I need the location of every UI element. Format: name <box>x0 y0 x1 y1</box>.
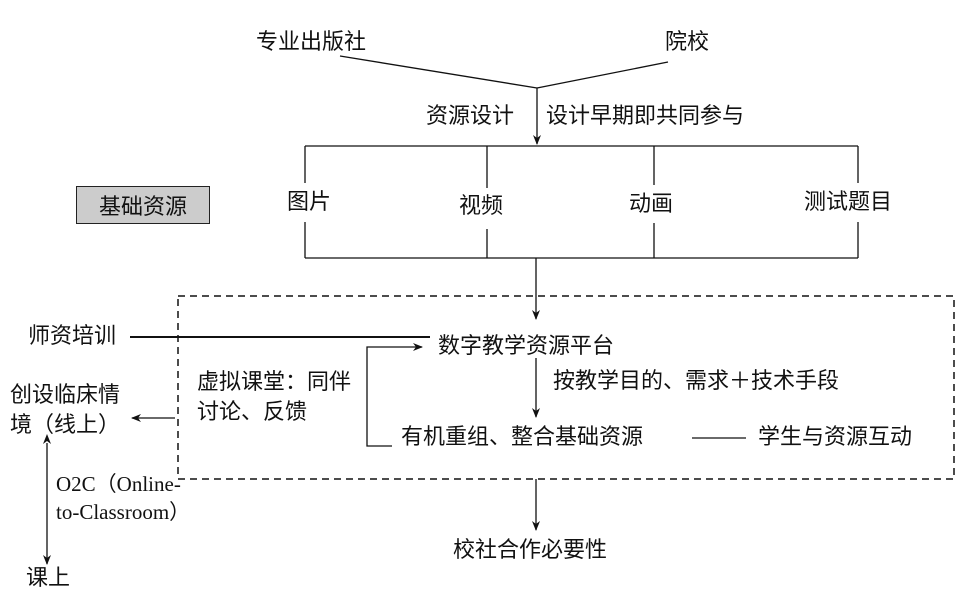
o2c-label: O2C（Online-to-Classroom） <box>56 472 191 524</box>
resource-item-animation: 动画 <box>629 192 674 217</box>
base-resources-label: 基础资源 <box>98 195 187 220</box>
platform-interaction: 学生与资源互动 <box>758 425 913 450</box>
publisher-line <box>339 55 538 89</box>
publisher-label: 专业出版社 <box>256 30 367 55</box>
college-label: 院校 <box>665 30 710 55</box>
base-resources-frame <box>304 145 859 259</box>
base-resources-badge: 基础资源 <box>76 186 210 224</box>
design-left-label: 资源设计 <box>426 104 515 129</box>
resource-item-video: 视频 <box>459 194 504 219</box>
offline-class-label: 课上 <box>26 566 71 591</box>
clinical-scene-label: 创设临床情境（线上） <box>10 383 121 438</box>
platform-dashed-box <box>177 295 955 480</box>
feedback-loop <box>366 343 423 447</box>
platform-method: 按教学目的、需求＋技术手段 <box>553 369 840 394</box>
resource-item-quiz: 测试题目 <box>804 190 893 215</box>
teacher-training-label: 师资培训 <box>28 324 117 349</box>
platform-title: 数字教学资源平台 <box>438 334 615 359</box>
resource-item-images: 图片 <box>287 190 332 215</box>
virtual-classroom-label: 虚拟课堂：同伴讨论、反馈 <box>197 370 352 425</box>
conclusion-label: 校社合作必要性 <box>453 538 608 563</box>
college-line <box>536 61 669 89</box>
design-right-label: 设计早期即共同参与 <box>546 104 745 129</box>
platform-reorganize: 有机重组、整合基础资源 <box>401 425 644 450</box>
